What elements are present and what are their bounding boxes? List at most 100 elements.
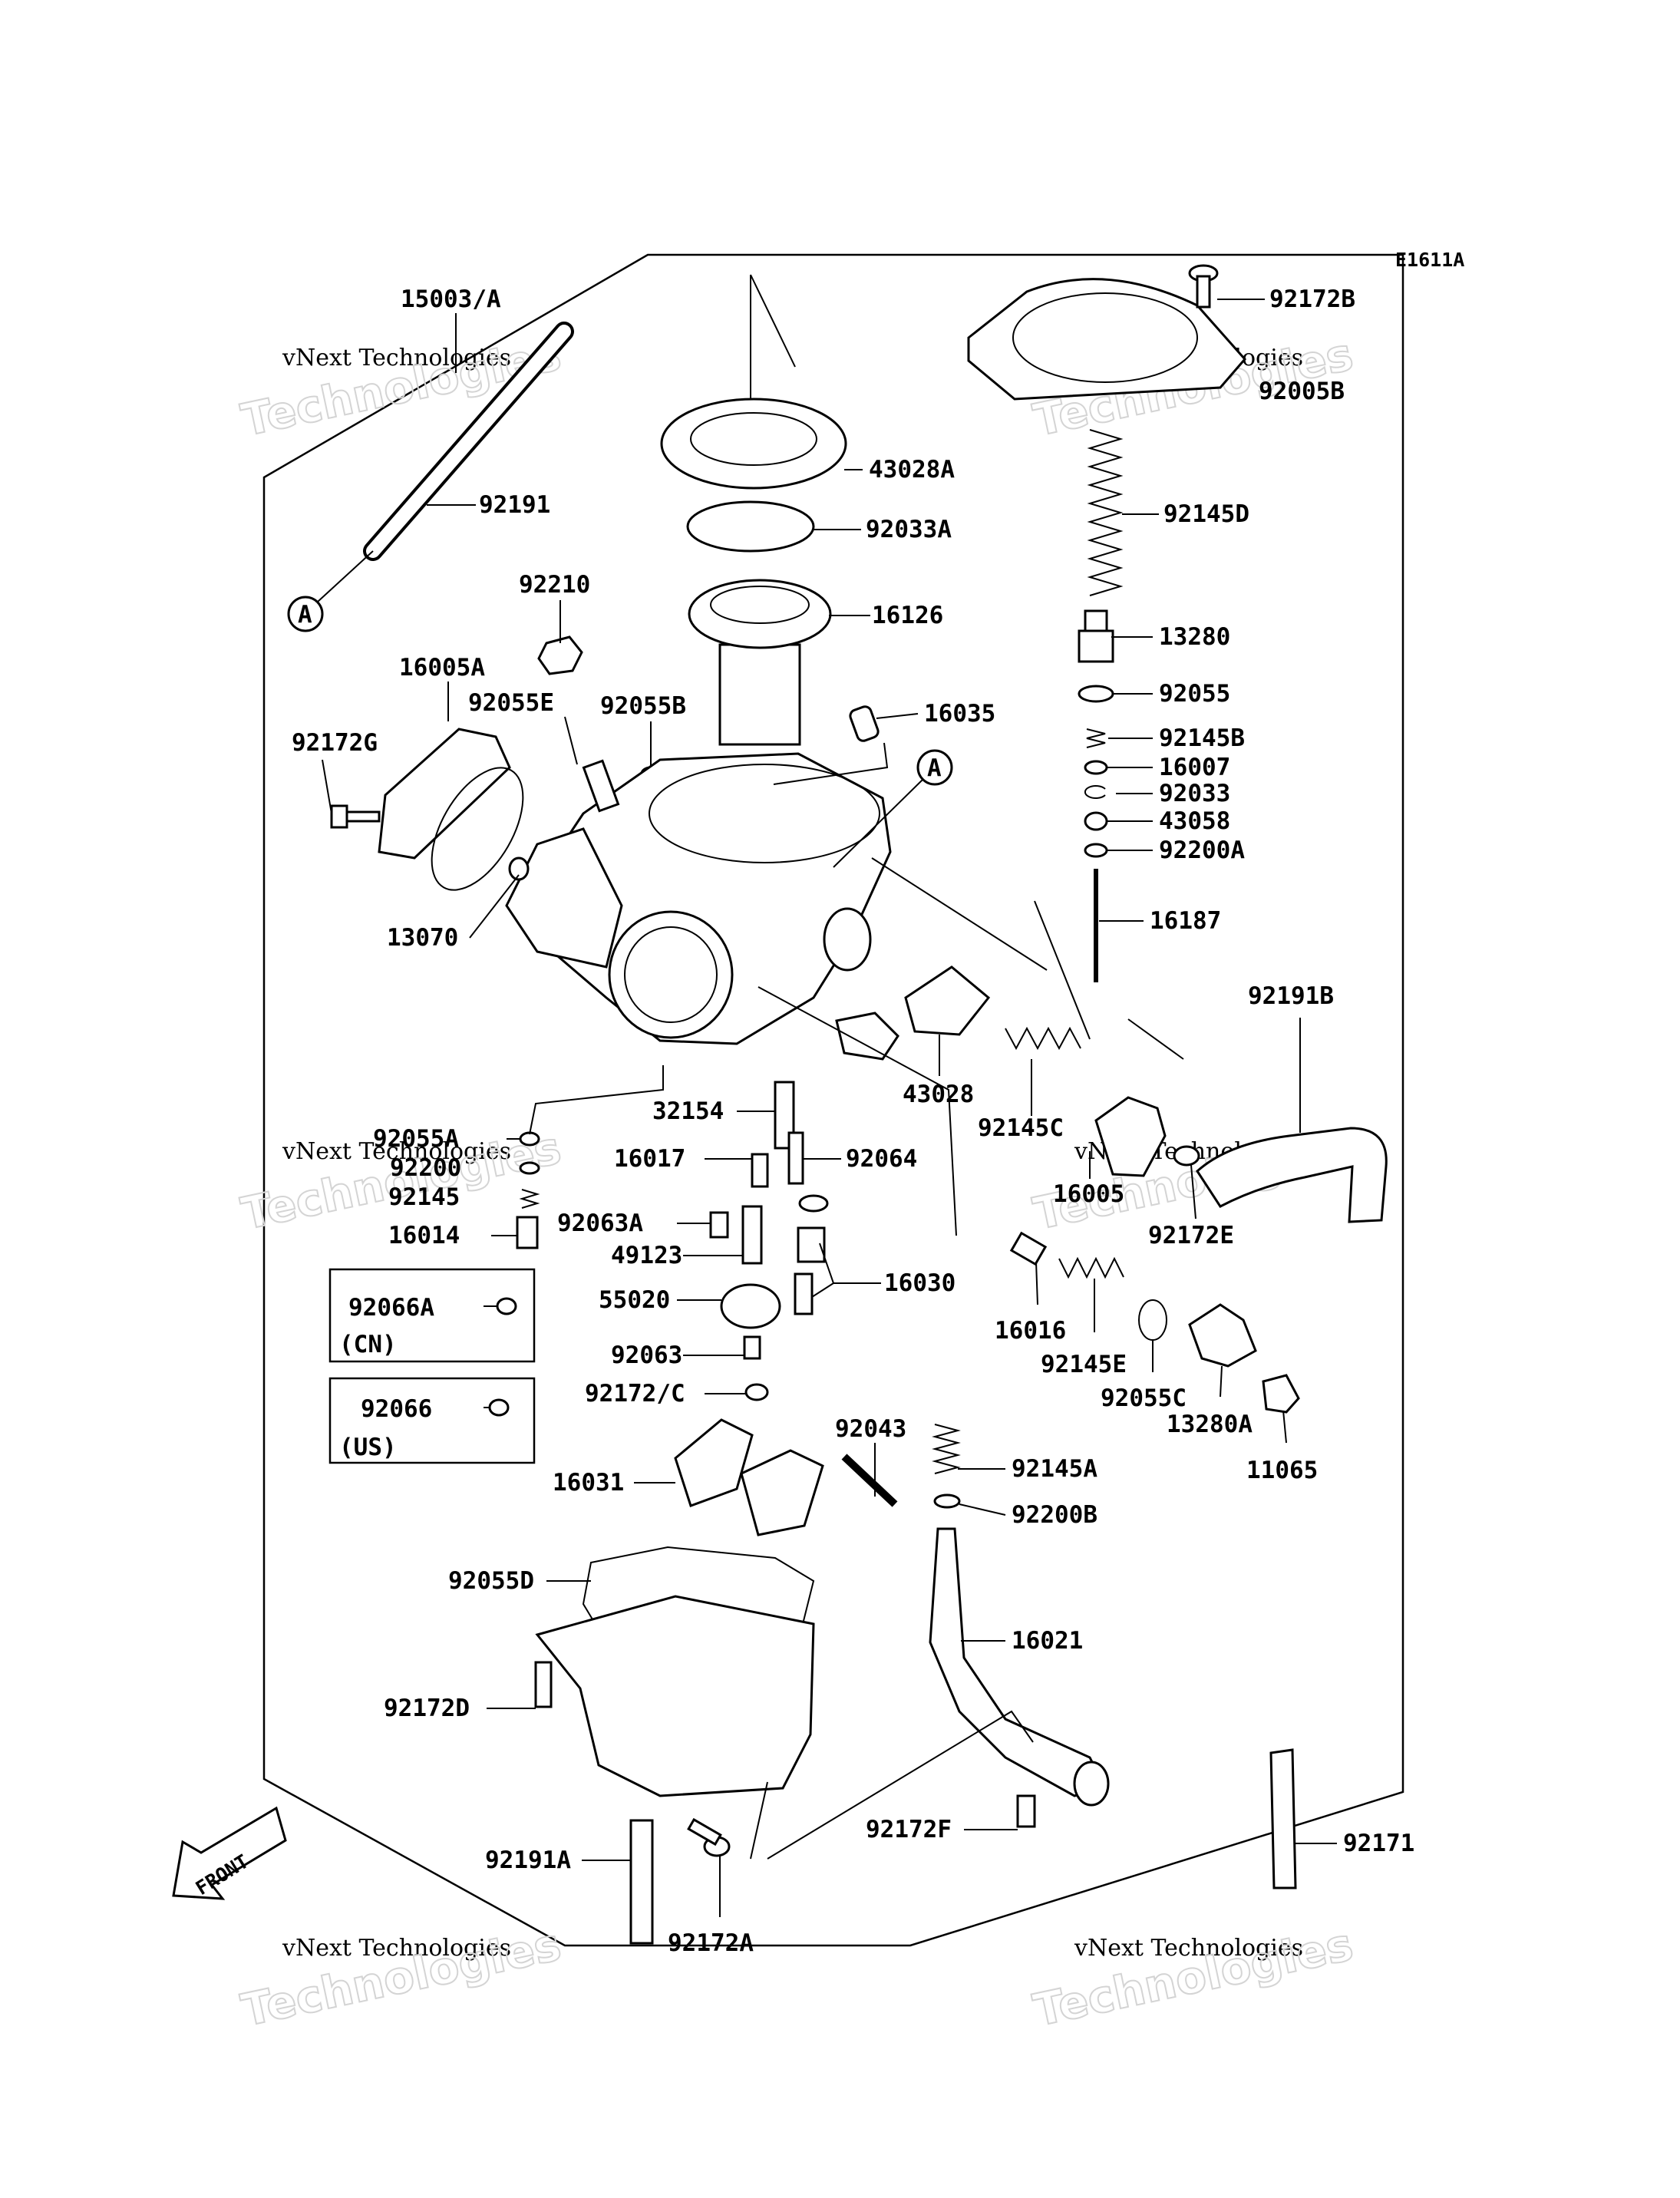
part-label-92043: 92043	[835, 1415, 906, 1443]
part-label-92055a: 92055A	[373, 1125, 459, 1153]
part-label-16031: 16031	[553, 1469, 624, 1497]
part-label-16035: 16035	[924, 700, 995, 728]
screw-92172F-drawing	[1016, 1794, 1036, 1828]
ring-16030c-drawing	[798, 1194, 829, 1213]
part-label-92171: 92171	[1343, 1830, 1414, 1857]
cap-11065-drawing	[1262, 1374, 1300, 1414]
part-labels: 15003/A 92191 43028A 92033A 16126 92172B…	[292, 285, 1414, 1957]
part-label-92033: 92033	[1159, 780, 1230, 807]
part-label-92172a: 92172A	[668, 1929, 754, 1957]
jet-13070-drawing	[508, 856, 530, 881]
part-label-92200a: 92200A	[1159, 837, 1245, 864]
region-label-us: (US)	[339, 1434, 397, 1461]
part-label-16187: 16187	[1150, 907, 1221, 935]
jet-92066-drawing	[488, 1398, 510, 1417]
cover-16005-drawing	[1094, 1096, 1167, 1177]
spring-92145-drawing	[519, 1189, 540, 1209]
part-label-16007: 16007	[1159, 754, 1230, 781]
part-label-92055e: 92055E	[468, 689, 554, 717]
part-label-13280a: 13280A	[1167, 1411, 1253, 1438]
part-label-92063a: 92063A	[557, 1210, 643, 1237]
leader-a-body	[833, 779, 923, 868]
part-label-92066: 92066	[361, 1395, 432, 1423]
part-label-92055b: 92055B	[600, 692, 686, 720]
washer-16007-drawing	[1084, 760, 1108, 775]
top-cover-drawing	[967, 278, 1246, 401]
part-label-16016: 16016	[995, 1317, 1066, 1345]
part-label-43028: 43028	[903, 1081, 974, 1108]
part-label-11065: 11065	[1246, 1457, 1318, 1484]
spring-92145E-drawing	[1058, 1256, 1124, 1279]
float-bowl-drawing	[535, 1595, 815, 1797]
part-label-16005: 16005	[1053, 1180, 1124, 1208]
washer-92200A-drawing	[1084, 843, 1108, 858]
spring-92145A-drawing	[932, 1424, 961, 1474]
bolt-92172G-drawing	[330, 804, 381, 829]
part-label-13070: 13070	[387, 924, 458, 952]
float-16031b-drawing	[740, 1449, 824, 1536]
leader-lines	[322, 299, 1337, 1917]
guide-line	[1034, 900, 1091, 1040]
svg-text:A: A	[927, 754, 942, 782]
watermark-bottom-left: vNext Technologies Technologies	[236, 1917, 566, 2037]
part-label-92055: 92055	[1159, 680, 1230, 708]
pipe-92191-drawing	[363, 322, 574, 561]
part-label-92172c: 92172/C	[585, 1380, 685, 1408]
guide-line	[529, 1065, 664, 1135]
region-box-us	[328, 1377, 536, 1464]
diagram-code: E1611A	[1395, 249, 1464, 271]
part-label-43028a: 43028A	[869, 456, 955, 483]
part-label-92055d: 92055D	[448, 1567, 534, 1595]
plate-43028-drawing	[904, 965, 991, 1036]
leader-a-top	[317, 550, 374, 602]
oring-92055E-drawing	[431, 767, 524, 891]
part-label-92145b: 92145B	[1159, 724, 1245, 752]
spring-92145D-drawing	[1087, 429, 1124, 596]
part-label-92200b: 92200B	[1012, 1501, 1097, 1529]
needle-holder-13280-drawing	[1078, 609, 1114, 663]
jet-92063A-drawing	[709, 1211, 729, 1239]
piston-16126-drawing	[688, 579, 832, 746]
guide-line	[750, 1781, 768, 1860]
part-label-92063: 92063	[611, 1342, 682, 1369]
guide-line	[871, 857, 1048, 971]
part-label-16030: 16030	[884, 1269, 956, 1297]
nut-92210-drawing	[537, 635, 583, 675]
part-label-16017: 16017	[614, 1145, 685, 1173]
washer-92200-drawing	[519, 1161, 540, 1175]
part-label-92172e: 92172E	[1148, 1222, 1234, 1249]
part-label-92066a: 92066A	[348, 1294, 434, 1322]
watermark-bottom-right: vNext Technologies Technologies	[1028, 1917, 1358, 2037]
gasket-16005A-drawing	[378, 728, 511, 860]
svg-text:vNext Technologies: vNext Technologies	[282, 345, 511, 371]
part-label-32154: 32154	[652, 1097, 724, 1125]
screw-16014-drawing	[516, 1216, 539, 1249]
marker-a-body: A	[916, 749, 953, 786]
part-label-13280: 13280	[1159, 623, 1230, 651]
part-label-92191a: 92191A	[485, 1847, 571, 1874]
part-label-16005a: 16005A	[399, 654, 485, 682]
carburetor-body-drawing	[505, 752, 899, 1061]
part-label-92191b: 92191B	[1248, 982, 1334, 1010]
part-label-92200: 92200	[390, 1154, 461, 1182]
plug-16035-drawing	[849, 705, 880, 742]
pin-92043-drawing	[841, 1454, 898, 1507]
part-label-92172b: 92172B	[1269, 285, 1355, 313]
valve-16030b-drawing	[794, 1272, 814, 1315]
part-label-92055c: 92055C	[1101, 1384, 1187, 1412]
jet-92064-drawing	[787, 1131, 804, 1185]
part-label-92172d: 92172D	[384, 1695, 470, 1722]
part-label-55020: 55020	[599, 1286, 670, 1314]
clip-92171-drawing	[1269, 1748, 1297, 1889]
screw-92172A-drawing	[687, 1817, 731, 1857]
region-label-cn: (CN)	[339, 1331, 397, 1358]
diagram-boundary	[262, 253, 1404, 1947]
part-label-92172f: 92172F	[866, 1816, 952, 1843]
oring-92055A-drawing	[519, 1131, 540, 1147]
plunger-16016-drawing	[1009, 1231, 1048, 1266]
part-label-92064: 92064	[846, 1145, 917, 1173]
part-label-16014: 16014	[388, 1222, 460, 1249]
part-label-92033a: 92033A	[866, 516, 952, 543]
ring-92033A-drawing	[686, 500, 815, 553]
